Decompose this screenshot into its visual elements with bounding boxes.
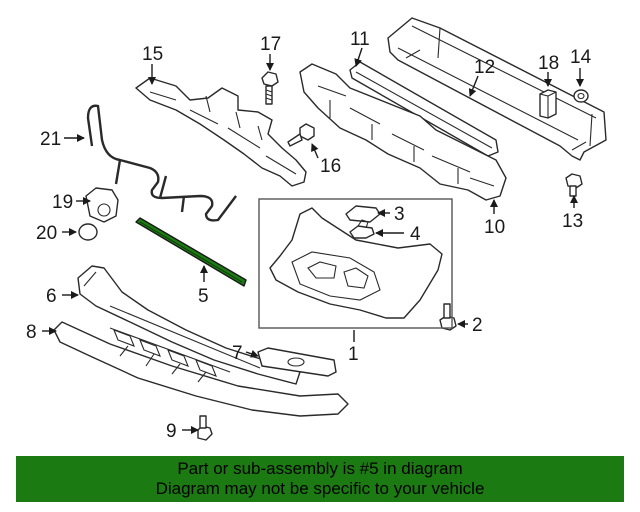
callout-21: 21 xyxy=(40,129,61,150)
callout-18: 18 xyxy=(538,53,559,74)
callout-11: 11 xyxy=(350,29,370,50)
callout-13: 13 xyxy=(562,211,583,232)
part-5-strip xyxy=(135,217,247,287)
part-13-bolt xyxy=(565,173,583,197)
callout-8: 8 xyxy=(26,322,37,343)
callout-5: 5 xyxy=(198,286,209,307)
banner-line-disclaimer: Diagram may not be specific to your vehi… xyxy=(155,479,485,498)
callout-10: 10 xyxy=(484,217,505,238)
callout-3: 3 xyxy=(394,204,405,225)
part-8-skid-plate xyxy=(53,321,349,417)
callout-15: 15 xyxy=(142,44,163,65)
part-16-bolt xyxy=(287,123,315,147)
part-15-upper-bracket xyxy=(135,77,307,187)
part-9-bolt xyxy=(197,415,213,441)
callout-9: 9 xyxy=(166,421,177,442)
part-12-reinforcement-beam xyxy=(387,17,607,161)
part-4-clip xyxy=(349,219,375,239)
part-7-trim xyxy=(257,347,337,377)
part-21-wiring-harness xyxy=(86,104,237,222)
parts-diagram: 15 17 11 12 18 14 21 16 10 13 19 20 3 4 … xyxy=(26,17,607,442)
banner-line-part-number: Part or sub-assembly is #5 in diagram xyxy=(177,459,463,478)
part-1-detail-box xyxy=(258,198,453,329)
callout-20: 20 xyxy=(36,223,57,244)
callout-16: 16 xyxy=(320,156,341,177)
callout-4: 4 xyxy=(410,224,421,245)
leader-lines xyxy=(42,47,584,434)
callout-numbers: 15 17 11 12 18 14 21 16 10 13 19 20 3 4 … xyxy=(26,29,592,442)
callout-2: 2 xyxy=(472,315,483,336)
part-14-washer xyxy=(573,89,589,103)
callout-6: 6 xyxy=(46,286,57,307)
part-3-clip xyxy=(345,205,381,223)
part-19-sensor xyxy=(85,187,119,223)
part-2-bolt xyxy=(439,303,457,331)
part-18-block xyxy=(539,89,557,119)
callout-14: 14 xyxy=(570,47,592,68)
callout-12: 12 xyxy=(474,57,495,78)
callout-1: 1 xyxy=(348,344,359,365)
part-20-sensor-cap xyxy=(78,223,98,241)
part-10-energy-absorber xyxy=(299,63,507,201)
info-banner: Part or sub-assembly is #5 in diagram Di… xyxy=(16,456,624,502)
part-17-bolt xyxy=(261,71,279,105)
callout-7: 7 xyxy=(232,343,243,364)
callout-19: 19 xyxy=(52,192,73,213)
callout-17: 17 xyxy=(260,34,281,55)
